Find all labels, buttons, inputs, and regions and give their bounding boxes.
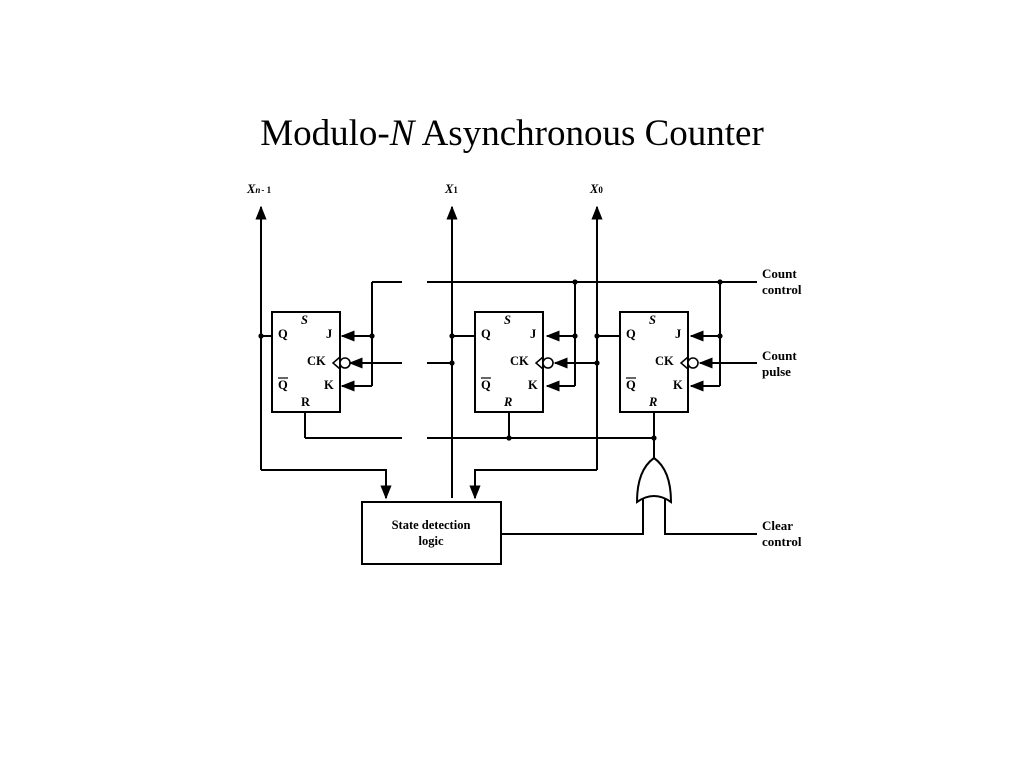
pin-ck: CK: [307, 354, 326, 368]
count-pulse-label-line-1: Count: [762, 348, 797, 363]
pin-j: J: [326, 327, 332, 341]
pin-k: K: [528, 378, 538, 392]
junction-dot: [594, 333, 600, 339]
flip-flop-stage-0: S Q J CK Q K R: [619, 311, 699, 413]
junction-dot: [369, 333, 375, 339]
pin-k: K: [673, 378, 683, 392]
clear-control-label-line-1: Clear: [762, 518, 793, 533]
junction-dot: [572, 279, 578, 285]
pin-qbar: Q: [626, 378, 636, 392]
title-variable: N: [389, 113, 415, 154]
pin-qbar: Q: [481, 378, 491, 392]
clock-triangle-icon: [534, 356, 544, 370]
clock-triangle-icon: [679, 356, 689, 370]
or-input-clear-control: [664, 499, 757, 535]
pin-ck: CK: [510, 354, 529, 368]
state-input-xn1: [261, 469, 392, 500]
pin-r: R: [648, 395, 657, 409]
title-suffix: Asynchronous Counter: [414, 113, 764, 154]
pin-r: R: [503, 395, 512, 409]
junction-dot: [258, 333, 264, 339]
pin-k: K: [324, 378, 334, 392]
state-logic-line-1: State detection: [392, 518, 471, 532]
pin-j: J: [530, 327, 536, 341]
pin-j: J: [675, 327, 681, 341]
output-label-x0: X0: [589, 182, 603, 196]
junction-dot: [651, 435, 657, 441]
junction-dot: [449, 333, 455, 339]
junction-dot: [594, 360, 600, 366]
pin-s: S: [301, 313, 308, 327]
page-title: Modulo-N Asynchronous Counter: [0, 112, 1024, 155]
pin-r: R: [301, 395, 311, 409]
count-pulse-label-line-2: pulse: [762, 364, 791, 379]
output-label-xn1: Xn- 1: [246, 182, 272, 196]
count-control-label-line-2: control: [762, 282, 802, 297]
junction-dot: [572, 333, 578, 339]
junction-dot: [717, 333, 723, 339]
state-logic-line-2: logic: [419, 534, 444, 548]
pin-q: Q: [626, 327, 636, 341]
pin-qbar: Q: [278, 378, 288, 392]
pin-q: Q: [278, 327, 288, 341]
clear-control-label-line-2: control: [762, 534, 802, 549]
inversion-bubble-icon: [339, 357, 351, 369]
junction-dot: [449, 360, 455, 366]
flip-flop-stage-n1: S Q J CK Q K R: [271, 311, 351, 413]
pin-ck: CK: [655, 354, 674, 368]
flip-flop-stage-1: S Q J CK Q K R: [474, 311, 554, 413]
or-input-state-logic: [502, 499, 644, 535]
title-prefix: Modulo-: [260, 113, 390, 154]
junction-dot: [506, 435, 512, 441]
pin-s: S: [649, 313, 656, 327]
junction-dot: [717, 279, 723, 285]
output-label-x1: X1: [444, 182, 458, 196]
pin-s: S: [504, 313, 511, 327]
inversion-bubble-icon: [542, 357, 554, 369]
state-input-x0: [469, 469, 597, 500]
state-detection-logic-block: State detection logic: [361, 501, 502, 565]
or-gate-icon: [635, 456, 673, 504]
pin-q: Q: [481, 327, 491, 341]
count-control-label-line-1: Count: [762, 266, 797, 281]
inversion-bubble-icon: [687, 357, 699, 369]
clock-triangle-icon: [331, 356, 341, 370]
